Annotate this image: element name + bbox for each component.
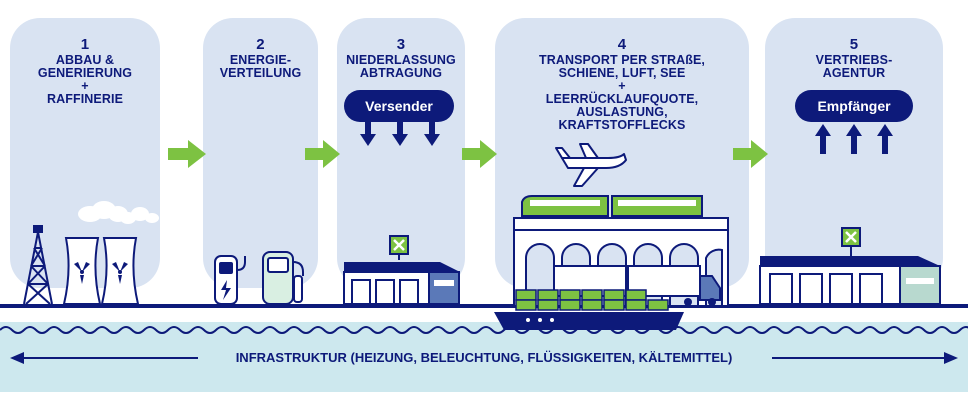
stage-line: + bbox=[618, 79, 626, 93]
stage-text-4: 4 TRANSPORT PER STRAßE, SCHIENE, LUFT, S… bbox=[495, 36, 749, 132]
stage-number: 4 bbox=[617, 36, 627, 53]
up-arrows-icon bbox=[815, 124, 893, 154]
down-arrows-icon bbox=[360, 122, 440, 146]
stage-number: 2 bbox=[256, 36, 265, 53]
wave-line bbox=[0, 326, 968, 334]
stage-text-5: 5 VERTRIEBS- AGENTUR bbox=[765, 36, 943, 80]
stage-number: 5 bbox=[849, 36, 859, 53]
stage-line: LEERRÜCKLAUFQUOTE, bbox=[545, 92, 699, 106]
steam-cloud-icon bbox=[78, 201, 159, 224]
stage-line: AGENTUR bbox=[822, 66, 886, 80]
sender-pill: Versender bbox=[344, 90, 454, 122]
stage-line: SCHIENE, LUFT, SEE bbox=[558, 66, 686, 80]
distribution-building-icon bbox=[759, 227, 941, 305]
double-arrow bbox=[10, 352, 958, 364]
stage-text-2: 2 ENERGIE- VERTEILUNG bbox=[203, 36, 318, 80]
stage-line: ABBAU & bbox=[55, 53, 115, 67]
fuel-pump-icon bbox=[262, 251, 304, 305]
receiver-pill: Empfänger bbox=[795, 90, 913, 122]
stage-line: NIEDERLASSUNG bbox=[346, 53, 456, 67]
green-arrow-icon bbox=[462, 140, 497, 168]
container-ship-icon bbox=[494, 289, 684, 330]
stage-line: RAFFINERIE bbox=[47, 92, 123, 106]
infrastructure-label: INFRASTRUKTUR (HEIZUNG, BELEUCHTUNG, FLÜ… bbox=[235, 350, 733, 365]
green-arrow-icon bbox=[168, 140, 206, 168]
oil-derrick-icon bbox=[23, 225, 53, 305]
stage-line: VERTRIEBS- bbox=[815, 53, 893, 67]
cooling-tower-icon bbox=[62, 237, 140, 305]
green-arrow-icon bbox=[305, 140, 340, 168]
stage-line: VERTEILUNG bbox=[219, 66, 302, 80]
stage-line: KRAFTSTOFFLECKS bbox=[558, 118, 686, 132]
ground-line bbox=[0, 304, 968, 308]
green-arrow-icon bbox=[733, 140, 768, 168]
stage-number: 3 bbox=[396, 36, 406, 53]
stage-line: TRANSPORT PER STRAßE, bbox=[539, 53, 705, 67]
stage-text-1: 1 ABBAU & GENERIERUNG + RAFFINERIE bbox=[10, 36, 160, 106]
stage-line: AUSLASTUNG, bbox=[576, 105, 668, 119]
warehouse-icon bbox=[343, 235, 460, 305]
train-icon bbox=[521, 195, 703, 217]
radiation-icon bbox=[74, 262, 128, 284]
stage-line: ENERGIE- bbox=[229, 53, 292, 67]
stage-panel-2 bbox=[203, 18, 318, 288]
stage-text-3: 3 NIEDERLASSUNG ABTRAGUNG bbox=[337, 36, 465, 80]
stage-line: ABTRAGUNG bbox=[359, 66, 443, 80]
airplane-icon bbox=[555, 143, 627, 187]
stage-number: 1 bbox=[80, 36, 90, 53]
ev-charger-icon bbox=[214, 255, 246, 305]
stage-line: GENERIERUNG bbox=[37, 66, 133, 80]
stage-line: + bbox=[81, 79, 89, 93]
